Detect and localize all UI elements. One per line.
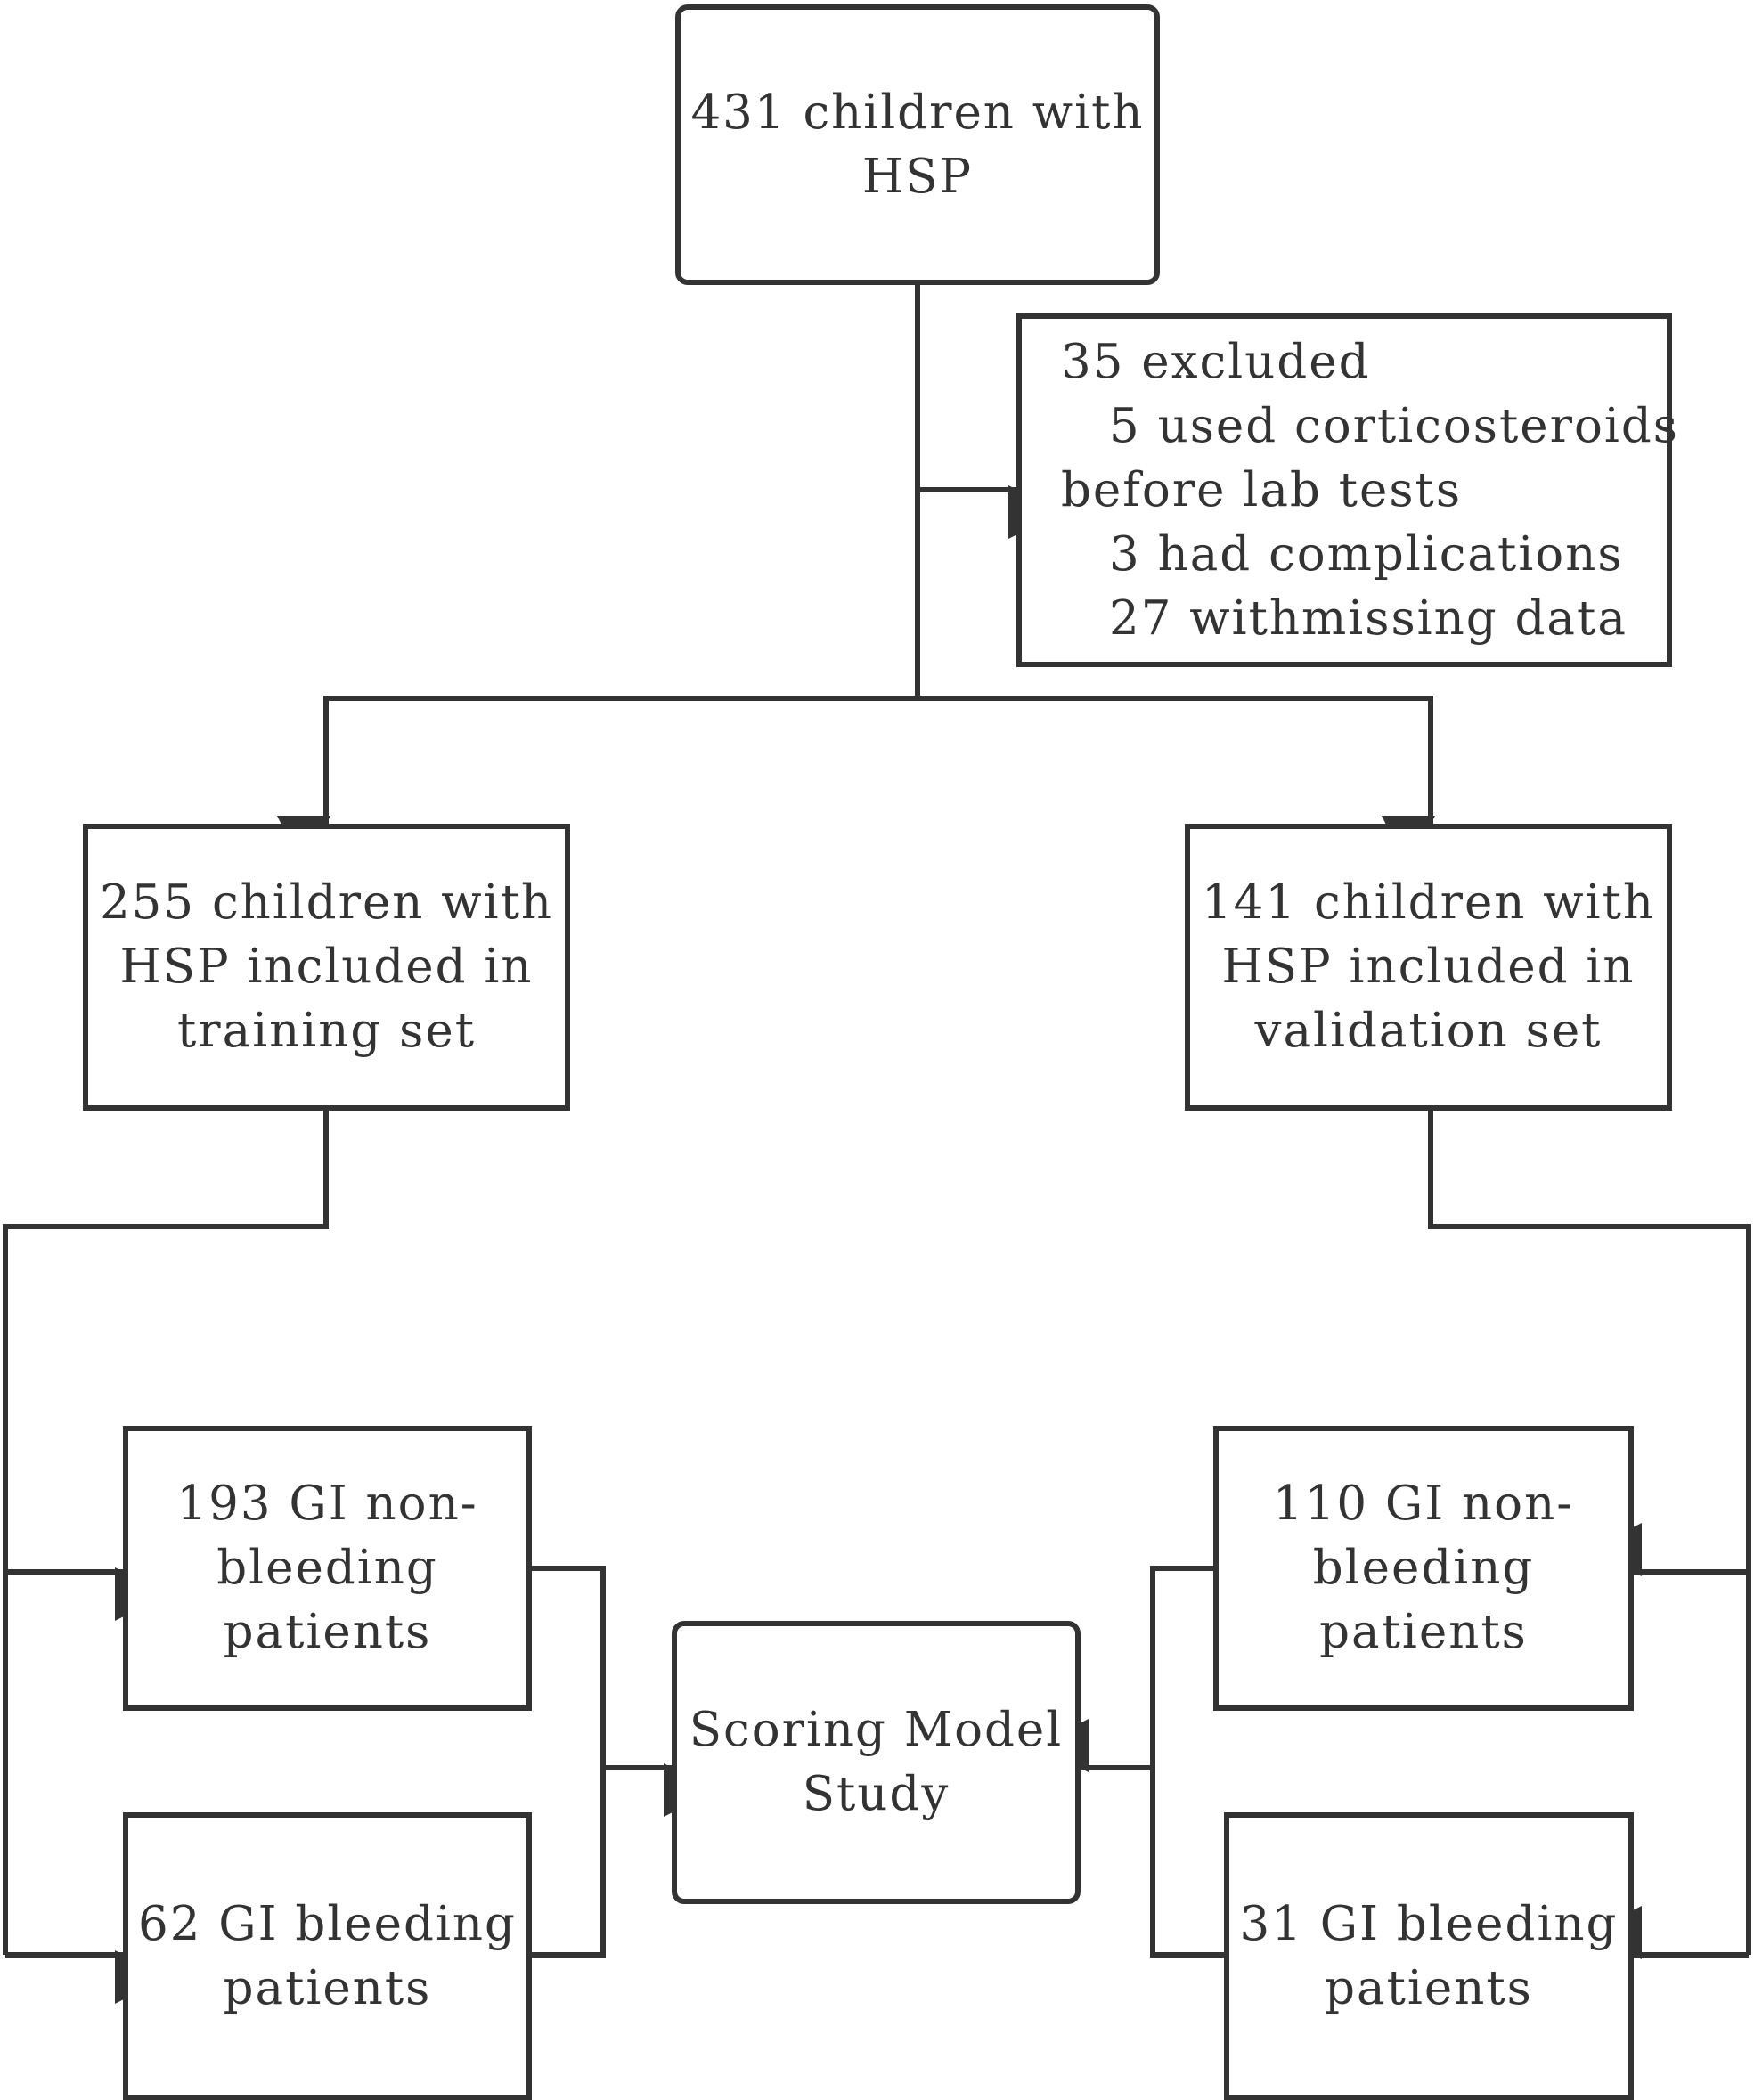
edge-validation-rail <box>1428 1108 1751 1955</box>
node-train-nonbleed-line-3: patients <box>223 1605 432 1659</box>
edge-start-to-validation <box>918 696 1435 869</box>
edge-train-bleed-to-scoring <box>529 1768 606 1958</box>
node-training: 255 children with HSP included in traini… <box>83 824 570 1111</box>
node-excluded-line-3: before lab tests <box>1061 462 1463 517</box>
node-validation-line-2: HSP included in <box>1221 940 1636 994</box>
node-val-nonbleed-line-3: patients <box>1319 1605 1528 1659</box>
node-scoring-line-2: Study <box>802 1767 950 1821</box>
edge-train-nonbleed-to-scoring <box>529 1566 606 1768</box>
node-train-bleed-line-1: 62 GI bleeding <box>138 1896 517 1951</box>
node-train-nonbleed-line-2: bleeding <box>216 1541 438 1595</box>
node-training-line-1: 255 children with <box>99 875 554 930</box>
edge-start-to-excluded <box>915 283 1062 539</box>
node-excluded-line-2: 5 used corticosteroids <box>1109 398 1679 453</box>
node-train-bleed: 62 GI bleeding patients <box>123 1812 532 2100</box>
node-excluded-line-5: 27 withmissing data <box>1109 590 1628 646</box>
node-excluded-line-4: 3 had complications <box>1109 526 1624 582</box>
node-val-bleed-line-1: 31 GI bleeding <box>1239 1896 1619 1951</box>
edge-training-rail <box>3 1108 329 1955</box>
node-val-bleed-line-2: patients <box>1325 1960 1533 2015</box>
node-val-nonbleed-line-2: bleeding <box>1312 1541 1535 1595</box>
node-excluded: 35 excluded 5 used corticosteroids befor… <box>1016 313 1677 667</box>
node-scoring: Scoring Model Study <box>672 1621 1081 1904</box>
node-train-nonbleed: 193 GI non- bleeding patients <box>123 1426 532 1711</box>
node-training-line-2: HSP included in <box>119 940 534 994</box>
node-start-line-2: HSP <box>861 149 974 204</box>
edge-val-bleed-to-scoring <box>1150 1768 1224 1958</box>
node-start: 431 children with HSP <box>675 4 1160 285</box>
node-train-nonbleed-line-1: 193 GI non- <box>176 1477 478 1531</box>
edge-val-nonbleed-to-scoring <box>1150 1566 1213 1768</box>
node-val-bleed: 31 GI bleeding patients <box>1224 1812 1634 2100</box>
node-scoring-line-1: Scoring Model <box>689 1703 1064 1757</box>
node-start-line-1: 431 children with <box>690 85 1145 140</box>
edge-start-to-training <box>277 696 918 869</box>
node-validation: 141 children with HSP included in valida… <box>1185 824 1672 1111</box>
node-excluded-line-1: 35 excluded <box>1061 334 1371 389</box>
node-val-nonbleed-line-1: 110 GI non- <box>1272 1477 1575 1531</box>
node-validation-line-1: 141 children with <box>1201 875 1656 930</box>
node-train-bleed-line-2: patients <box>223 1960 432 2015</box>
node-val-nonbleed: 110 GI non- bleeding patients <box>1213 1426 1634 1711</box>
node-validation-line-3: validation set <box>1254 1004 1603 1058</box>
node-training-line-3: training set <box>176 1004 477 1058</box>
